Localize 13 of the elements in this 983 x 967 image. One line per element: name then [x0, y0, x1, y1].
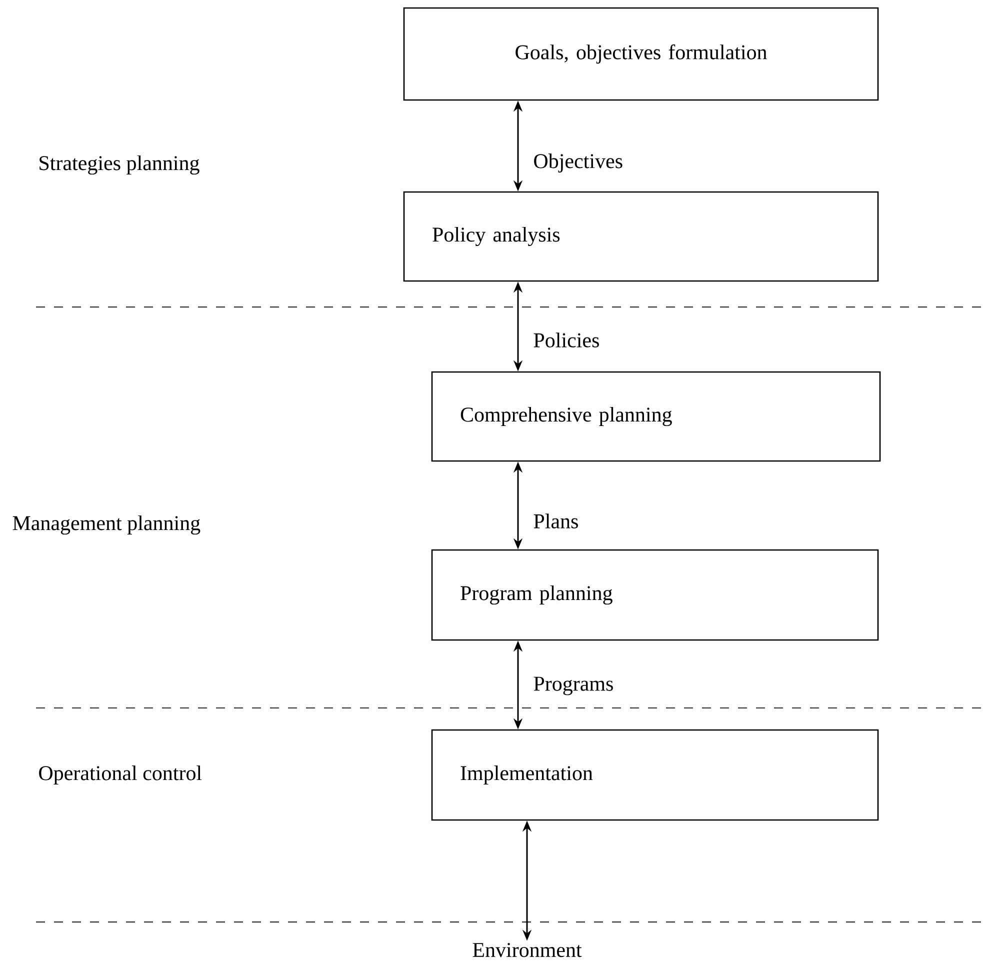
edge-label: Plans — [534, 514, 578, 528]
process-box: Comprehensive planning — [431, 371, 881, 462]
text-label: Environment — [472, 942, 582, 958]
process-box: Policy analysis — [403, 191, 879, 282]
section-label: Strategies planning — [40, 155, 200, 175]
section-label: Operational control — [39, 766, 202, 785]
section-label: Management planning — [12, 515, 200, 535]
process-box: Goals, objectives formulation — [403, 7, 879, 101]
edge-label: Policies — [534, 332, 599, 348]
edge-label: Programs — [534, 676, 613, 696]
edge-label: Objectives — [534, 153, 622, 173]
process-box: Program planning — [431, 549, 879, 641]
process-box: Implementation — [431, 729, 879, 821]
